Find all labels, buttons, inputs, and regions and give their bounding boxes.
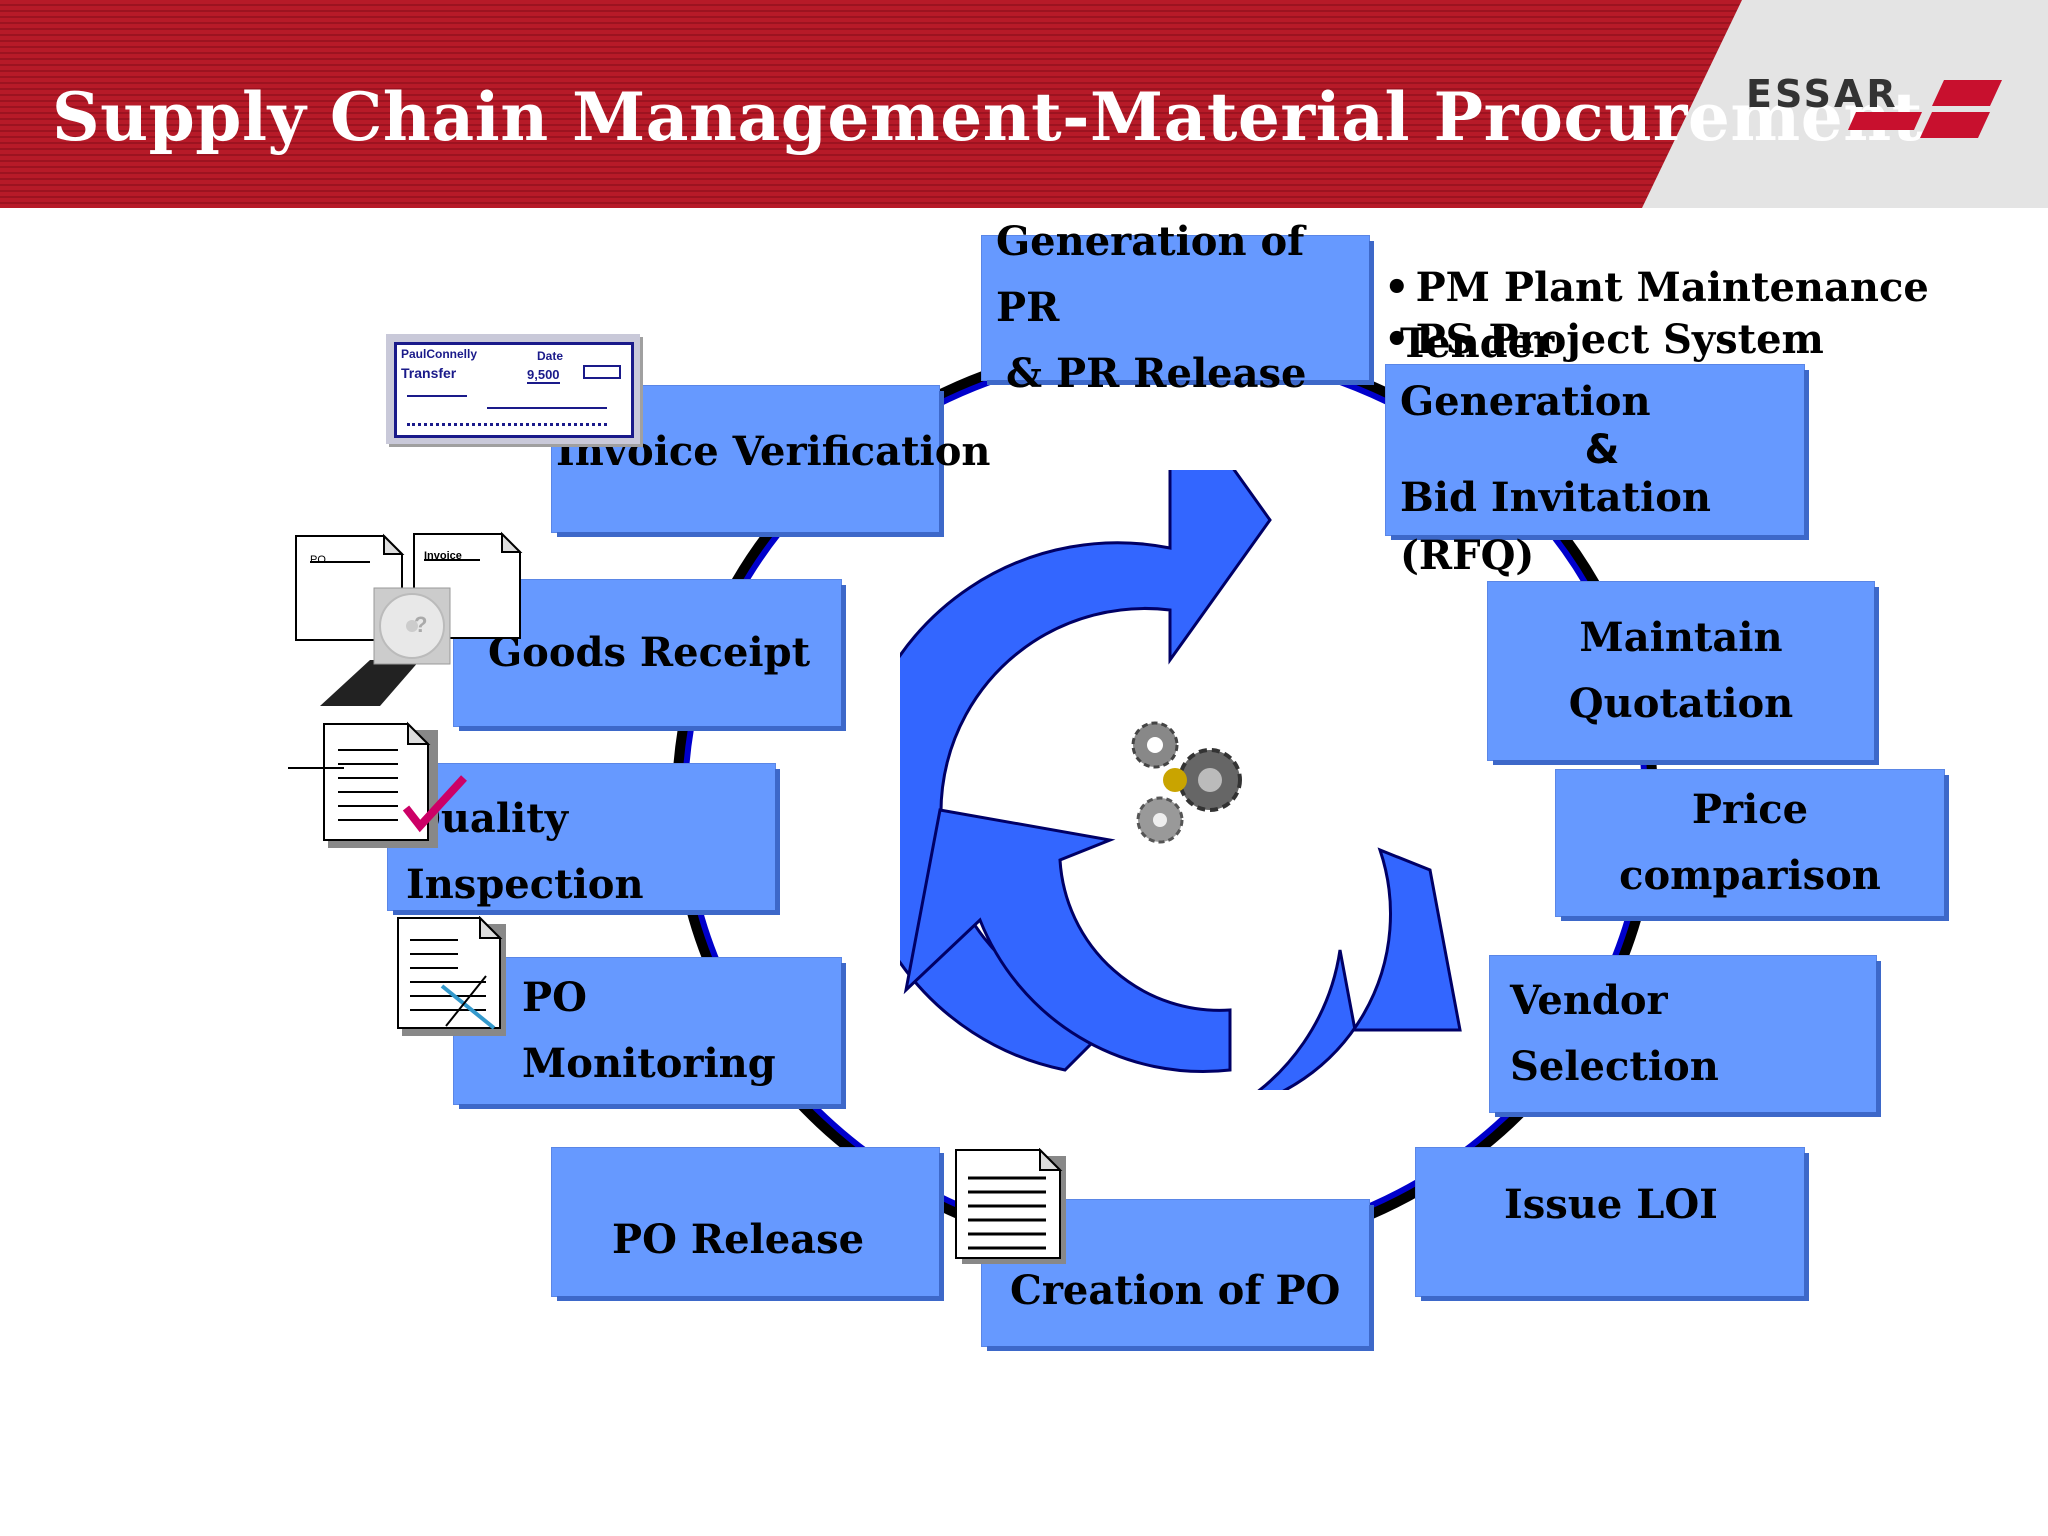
po-document-icon xyxy=(955,1148,1066,1264)
step-quotation-line1: Maintain xyxy=(1579,614,1783,661)
module-notes: PM Plant Maintenance PS Project System xyxy=(1384,262,1929,366)
step-generation-of-pr[interactable]: Generation of PR & PR Release xyxy=(982,218,1369,397)
note-ps: PS Project System xyxy=(1384,314,1929,366)
step-po-monitoring-label: PO Monitoring xyxy=(522,974,776,1087)
cheque-payee: PaulConnelly xyxy=(401,347,478,361)
step-loi-label: Issue LOI xyxy=(1504,1181,1718,1228)
step-vendor-selection[interactable]: Vendor Selection xyxy=(1490,956,1876,1112)
step-po-release[interactable]: PO Release xyxy=(552,1148,939,1296)
essar-logo: ESSAR xyxy=(1746,72,2006,146)
logo-stripes-icon xyxy=(1848,80,2002,138)
step-issue-loi[interactable]: Issue LOI xyxy=(1416,1148,1804,1296)
step-tender-line1: Tender Generation xyxy=(1400,320,1651,425)
step-tender-line3: Bid Invitation (RFQ) xyxy=(1400,474,1711,579)
step-price-line2: comparison xyxy=(1619,852,1881,899)
cheque-icon: PaulConnelly Transfer Date 9,500 xyxy=(386,334,640,444)
page-title: Supply Chain Management-Material Procure… xyxy=(52,78,1923,156)
step-quality-label: Quality Inspection xyxy=(406,795,644,908)
documents-cd-icon xyxy=(295,531,523,706)
gears-icon xyxy=(1131,721,1242,844)
checklist-document-icon xyxy=(288,721,467,848)
step-creation-po-label: Creation of PO xyxy=(1010,1267,1341,1314)
step-quotation-line2: Quotation xyxy=(1568,680,1794,727)
cycle-arrows-icon xyxy=(900,470,1462,1090)
logo-text: ESSAR xyxy=(1746,72,1899,116)
cheque-date: Date xyxy=(537,349,564,363)
header-red-band xyxy=(0,0,1742,208)
step-pr-line2: & PR Release xyxy=(1006,350,1307,397)
step-goods-label: Goods Receipt xyxy=(488,629,811,676)
step-vendor-label: Vendor Selection xyxy=(1510,977,1719,1090)
invoice-doc-label: Invoice xyxy=(424,550,462,562)
cheque-amount: 9,500 xyxy=(527,367,560,384)
monitoring-document-icon xyxy=(397,916,506,1036)
step-pr-line1: Generation of PR xyxy=(996,218,1305,331)
po-doc-label: PO xyxy=(310,554,326,566)
step-po-release-label: PO Release xyxy=(612,1216,865,1263)
step-tender-generation[interactable]: Tender Generation & Bid Invitation (RFQ) xyxy=(1386,320,1804,579)
step-po-monitoring[interactable]: PO Monitoring xyxy=(454,958,841,1104)
note-pm: PM Plant Maintenance xyxy=(1384,262,1929,314)
step-maintain-quotation[interactable]: Maintain Quotation xyxy=(1488,582,1874,760)
cd-question-mark: ? xyxy=(414,612,428,637)
step-tender-line2: & xyxy=(1584,427,1620,473)
step-price-line1: Price xyxy=(1691,786,1809,833)
cheque-type: Transfer xyxy=(401,365,457,381)
step-price-comparison[interactable]: Price comparison xyxy=(1556,770,1944,916)
